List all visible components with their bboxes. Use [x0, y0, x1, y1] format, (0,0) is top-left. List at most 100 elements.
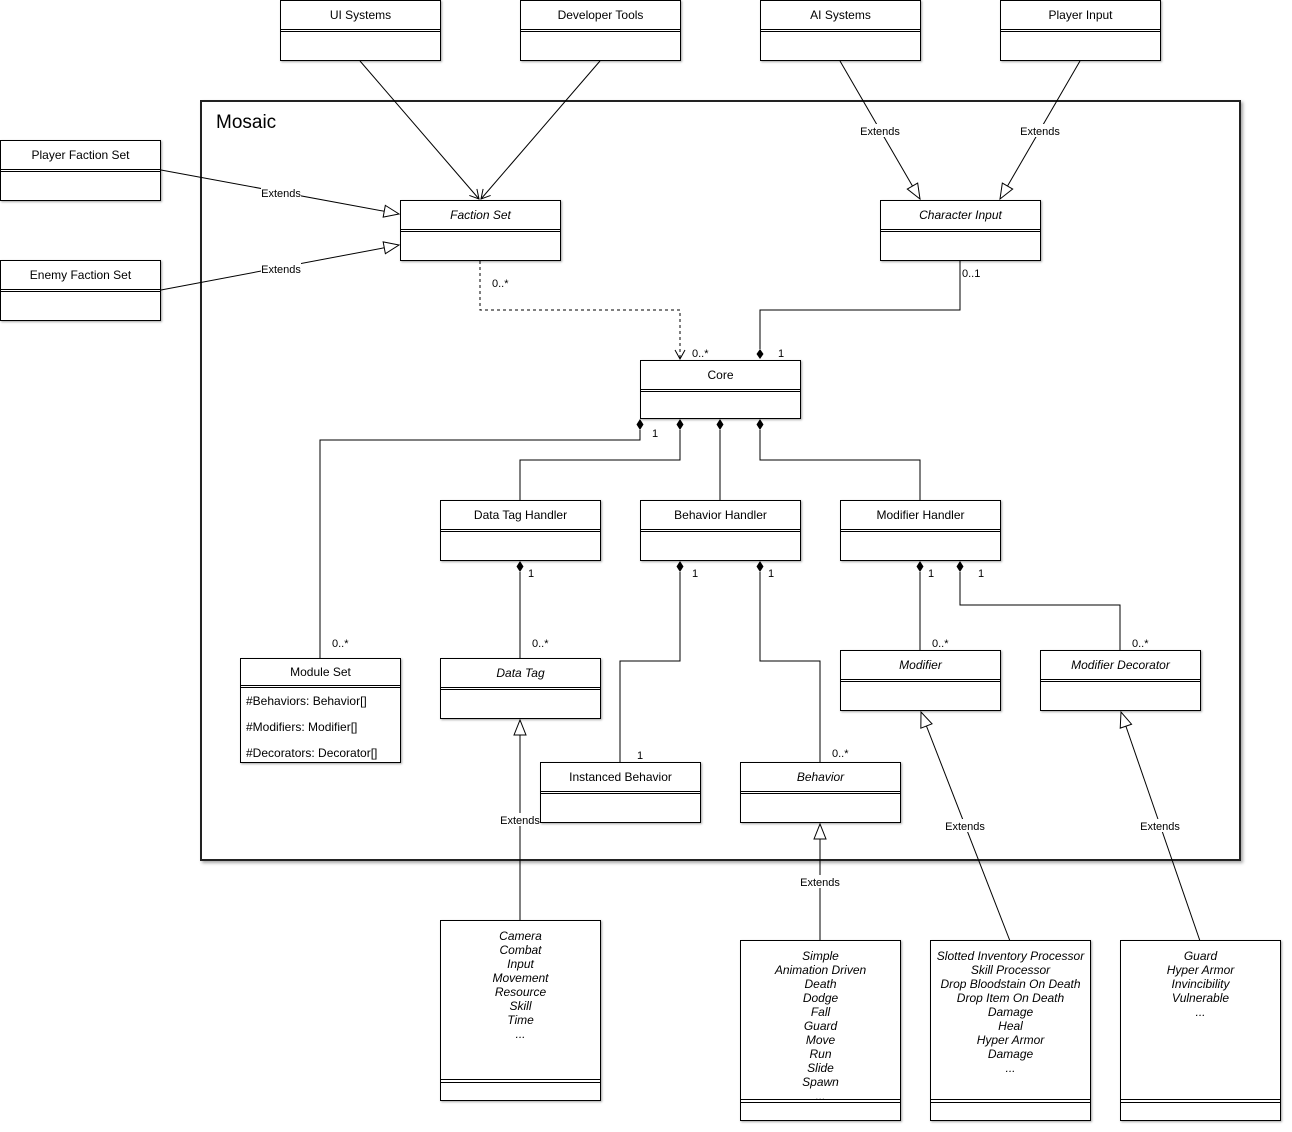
class-name: Enemy Faction Set [29, 268, 132, 282]
list-item: ... [815, 1089, 826, 1103]
list-item: Slide [807, 1061, 834, 1075]
list-item: Resource [494, 985, 547, 999]
class-core[interactable]: Core [640, 360, 801, 419]
class-player-faction-set[interactable]: Player Faction Set [0, 140, 161, 201]
class-modifier-handler[interactable]: Modifier Handler [840, 500, 1001, 561]
list-item: Skill Processor [970, 963, 1051, 977]
class-modifier[interactable]: Modifier [840, 650, 1001, 711]
class-name: AI Systems [810, 8, 871, 22]
list-item: Hyper Armor [976, 1033, 1045, 1047]
multiplicity: 1 [528, 568, 534, 580]
list-item: Hyper Armor [1166, 963, 1235, 977]
class-name: Modifier Decorator [1071, 658, 1170, 672]
class-ai-systems[interactable]: AI Systems [760, 0, 921, 61]
list-item: Invincibility [1171, 977, 1230, 991]
edge-data-tag-handler-to-data-tag [516, 561, 524, 659]
list-item: Input [507, 957, 534, 971]
list-item: Combat [499, 943, 542, 957]
list-item: Skill [509, 999, 532, 1013]
multiplicity: 0..* [1132, 638, 1149, 650]
class-enemy-faction-set[interactable]: Enemy Faction Set [0, 260, 161, 321]
list-item: Guard [1183, 949, 1218, 963]
class-developer-tools[interactable]: Developer Tools [520, 0, 681, 61]
class-name: Developer Tools [557, 8, 644, 22]
list-items: Guard Hyper Armor Invincibility Vulnerab… [1121, 941, 1280, 1019]
list-item: Time [507, 1013, 534, 1027]
edge-core-to-modifier-handler [756, 419, 921, 501]
multiplicity: 0..* [832, 748, 849, 760]
class-name: Behavior Handler [674, 508, 767, 522]
class-module-set[interactable]: Module Set #Behaviors: Behavior[] #Modif… [240, 658, 401, 763]
class-player-input[interactable]: Player Input [1000, 0, 1161, 61]
edge-core-to-behavior-handler [716, 419, 724, 501]
class-ui-systems[interactable]: UI Systems [280, 0, 441, 61]
multiplicity: 0..1 [962, 268, 980, 280]
list-item: Dodge [802, 991, 839, 1005]
edge-core-to-data-tag-handler [519, 419, 684, 501]
list-item: ... [515, 1027, 526, 1041]
class-character-input[interactable]: Character Input [880, 200, 1041, 261]
list-data-tags[interactable]: Camera Combat Input Movement Resource Sk… [440, 920, 601, 1101]
class-name: Modifier [899, 658, 942, 672]
label-extends: Extends [1020, 126, 1060, 138]
class-name: Data Tag Handler [473, 508, 568, 522]
multiplicity: 0..* [332, 638, 349, 650]
list-item: Move [805, 1033, 836, 1047]
class-data-tag[interactable]: Data Tag [440, 658, 601, 719]
list-behaviors[interactable]: Simple Animation Driven Death Dodge Fall… [740, 940, 901, 1121]
class-name: UI Systems [329, 8, 392, 22]
class-instanced-behavior[interactable]: Instanced Behavior [540, 762, 701, 823]
multiplicity: 0..* [492, 278, 509, 290]
label-extends: Extends [500, 815, 540, 827]
list-item: Slotted Inventory Processor [936, 949, 1085, 963]
class-faction-set[interactable]: Faction Set [400, 200, 561, 261]
list-items: Slotted Inventory Processor Skill Proces… [931, 941, 1090, 1075]
extends-labels: Extends Extends Extends Extends Extends … [261, 124, 1180, 889]
edge-character-input-to-core [756, 261, 961, 359]
attribute-modifiers: #Modifiers: Modifier[] [246, 720, 358, 734]
list-item: Run [809, 1047, 832, 1061]
class-modifier-decorator[interactable]: Modifier Decorator [1040, 650, 1201, 711]
class-name: Data Tag [496, 666, 545, 680]
edge-behavior-handler-to-behavior [756, 561, 821, 763]
multiplicity: 1 [692, 568, 698, 580]
class-name: Player Faction Set [31, 148, 130, 162]
list-item: Camera [499, 929, 542, 943]
list-item: Damage [987, 1005, 1034, 1019]
label-extends: Extends [261, 188, 301, 200]
mosaic-package: Mosaic [200, 100, 1241, 861]
list-item: Vulnerable [1171, 991, 1230, 1005]
list-item: ... [1195, 1005, 1206, 1019]
class-name: Player Input [1048, 8, 1113, 22]
list-item: Drop Bloodstain On Death [940, 977, 1081, 991]
multiplicity: 0..* [532, 638, 549, 650]
list-item: Fall [810, 1005, 831, 1019]
multiplicity-labels: 0..* 0..1 0..* 1 1 0..* 1 0..* 1 1 1 1 0… [332, 268, 1149, 762]
list-item: Animation Driven [774, 963, 867, 977]
class-name: Instanced Behavior [569, 770, 672, 784]
class-data-tag-handler[interactable]: Data Tag Handler [440, 500, 601, 561]
list-items: Camera Combat Input Movement Resource Sk… [441, 921, 600, 1041]
multiplicity: 1 [768, 568, 774, 580]
class-behavior-handler[interactable]: Behavior Handler [640, 500, 801, 561]
package-title: Mosaic [216, 112, 277, 133]
label-extends: Extends [261, 264, 301, 276]
edge-behavior-handler-to-instanced-behavior [619, 561, 684, 763]
class-behavior[interactable]: Behavior [740, 762, 901, 823]
list-item: Death [804, 977, 837, 991]
label-extends: Extends [860, 126, 900, 138]
class-name: Faction Set [450, 208, 511, 222]
attribute-behaviors: #Behaviors: Behavior[] [246, 694, 367, 708]
list-modifier-decorators[interactable]: Guard Hyper Armor Invincibility Vulnerab… [1120, 940, 1281, 1121]
edge-modifier-handler-to-modifier [916, 561, 924, 651]
edge-faction-set-to-core [479, 261, 686, 361]
list-items: Simple Animation Driven Death Dodge Fall… [741, 941, 900, 1103]
class-name: Modifier Handler [876, 508, 965, 522]
list-item: ... [1005, 1061, 1016, 1075]
edge-ui-to-faction-set [359, 60, 480, 200]
multiplicity: 1 [778, 348, 784, 360]
multiplicity: 0..* [932, 638, 949, 650]
list-modifiers[interactable]: Slotted Inventory Processor Skill Proces… [930, 940, 1091, 1121]
label-extends: Extends [800, 877, 840, 889]
